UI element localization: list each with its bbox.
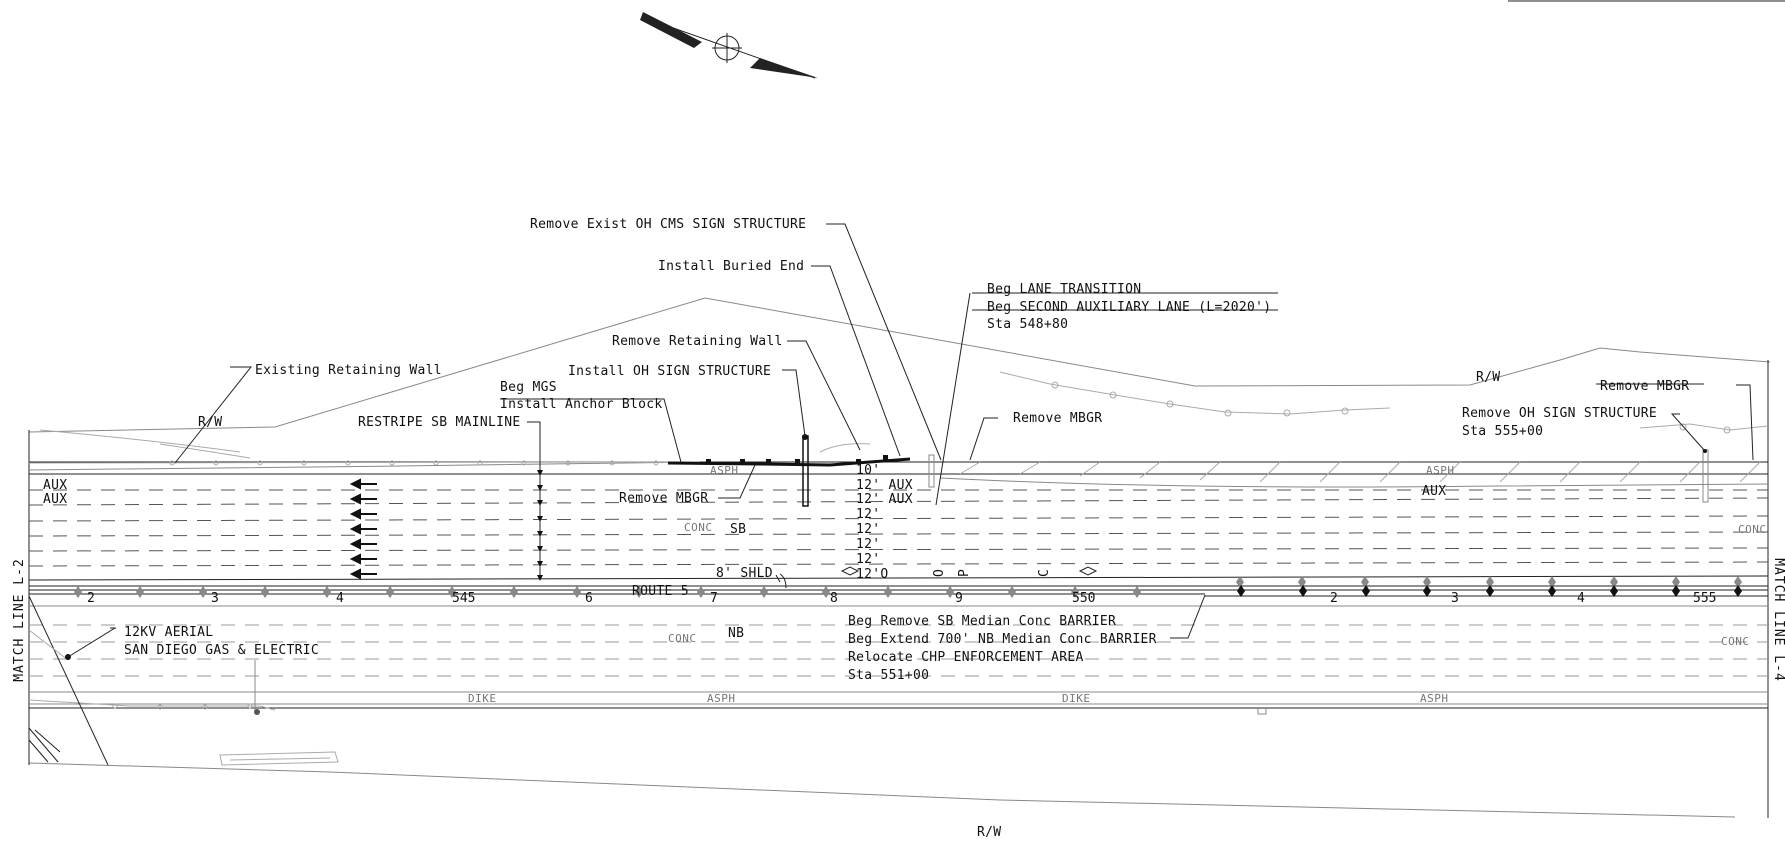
callout-install-buried-end: Install Buried End [658,259,804,274]
callout-labels: Remove Exist OH CMS SIGN STRUCTURE Insta… [124,217,1689,683]
lane-width: 12' [856,537,880,552]
svg-text:ASPH: ASPH [710,464,739,477]
svg-text:CONC: CONC [684,521,713,534]
callout-relocate-chp: Relocate CHP ENFORCEMENT AREA [848,650,1084,665]
svg-text:CONC: CONC [668,632,697,645]
lane-width: 12' [856,552,880,567]
barrier-diamonds [1237,585,1742,597]
callout-install-oh-sign: Install OH SIGN STRUCTURE [568,364,771,379]
svg-text:3: 3 [1451,591,1459,606]
station-markers [74,576,1742,598]
svg-text:ASPH: ASPH [1426,464,1455,477]
lane-width: 12' [856,522,880,537]
callout-beg-mgs: Beg MGS [500,380,557,395]
svg-text:ASPH: ASPH [1420,692,1449,705]
callout-remove-mbgr-right: Remove MBGR [1600,379,1689,394]
svg-text:2: 2 [87,591,95,606]
mgs-guardrail [667,457,911,467]
callout-station-555: Sta 555+00 [1462,424,1543,439]
callout-beg-extend-nb-barrier: Beg Extend 700' NB Median Conc BARRIER [848,632,1157,647]
svg-text:8: 8 [830,591,838,606]
right-of-way-line-top [28,297,1771,433]
callout-station-551: Sta 551+00 [848,668,929,683]
rw-label: R/W [977,825,1001,840]
svg-text:4: 4 [1577,591,1585,606]
lane-width: 12'O [856,567,889,582]
svg-text:4: 4 [336,591,344,606]
lane-width: 12' [856,507,880,522]
lane-width: 12' AUX [856,492,913,507]
chp-letter: C [1037,569,1052,577]
roadway [28,461,1769,709]
callout-install-anchor-block: Install Anchor Block [500,397,663,412]
roadway-labels: R/W R/W R/W AUX AUX AUX SB NB ROUTE 5 8'… [12,370,1785,840]
svg-text:2: 2 [1330,591,1338,606]
callout-remove-cms-sign: Remove Exist OH CMS SIGN STRUCTURE [530,217,806,232]
svg-text:555: 555 [1693,591,1716,606]
aux-lane-label: AUX [43,492,67,507]
svg-text:ASPH: ASPH [707,692,736,705]
aux-lane-label: AUX [43,478,67,493]
svg-text:6: 6 [585,591,593,606]
callout-12kv-aerial: 12KV AERIAL [124,625,213,640]
svg-text:CONC: CONC [1738,523,1767,536]
rw-label: R/W [198,415,222,430]
lane-width: 12' AUX [856,478,913,493]
lane-direction-arrows [349,478,377,580]
svg-text:DIKE: DIKE [468,692,497,705]
callout-station-548: Sta 548+80 [987,317,1068,332]
nb-label: NB [728,626,744,641]
sb-label: SB [730,522,746,537]
callout-restripe-sb-mainline: RESTRIPE SB MAINLINE [358,415,521,430]
svg-text:3: 3 [211,591,219,606]
right-of-way-line-bottom [28,762,1736,818]
callout-beg-remove-median-barrier: Beg Remove SB Median Conc BARRIER [848,614,1116,629]
svg-text:545: 545 [452,591,475,606]
callout-remove-oh-sign: Remove OH SIGN STRUCTURE [1462,406,1657,421]
callout-remove-retaining-wall: Remove Retaining Wall [612,334,783,349]
callout-existing-retaining-wall: Existing Retaining Wall [255,363,442,378]
surface-labels: ASPH ASPH ASPH ASPH CONC CONC CONC CONC … [468,464,1767,705]
callout-remove-mbgr-top: Remove MBGR [1013,411,1102,426]
lane-width-labels: 10' 12' AUX 12' AUX 12' 12' 12' 12' 12'O [856,463,913,582]
svg-text:550: 550 [1072,591,1095,606]
svg-text:7: 7 [710,591,718,606]
utility-aerial-line [28,595,260,766]
rw-label: R/W [1476,370,1500,385]
oh-sign-structure-icon [802,435,809,507]
station-tick-labels: 2 3 4 545 6 7 8 9 550 2 3 4 555 [87,591,1716,606]
aux-lane-label: AUX [1422,484,1446,499]
callout-beg-second-aux-lane: Beg SECOND AUXILIARY LANE (L=2020') [987,300,1271,315]
shoulder-label: 8' SHLD [716,566,773,581]
restripe-section-line [537,425,543,581]
lane-width: 10' [856,463,880,478]
north-arrow-icon [640,12,818,79]
route-label: ROUTE 5 [632,584,689,599]
svg-text:9: 9 [955,591,963,606]
callout-beg-lane-transition: Beg LANE TRANSITION [987,282,1141,297]
svg-text:CONC: CONC [1721,635,1750,648]
callout-sdge: SAN DIEGO GAS & ELECTRIC [124,643,319,658]
svg-text:DIKE: DIKE [1062,692,1091,705]
chp-letter: O [932,569,947,577]
callout-remove-mbgr-mid: Remove MBGR [619,491,708,506]
match-line-left: MATCH LINE L-2 [12,558,27,682]
chp-letter: P [957,569,972,577]
match-line-right: MATCH LINE L-4 [1771,558,1785,682]
